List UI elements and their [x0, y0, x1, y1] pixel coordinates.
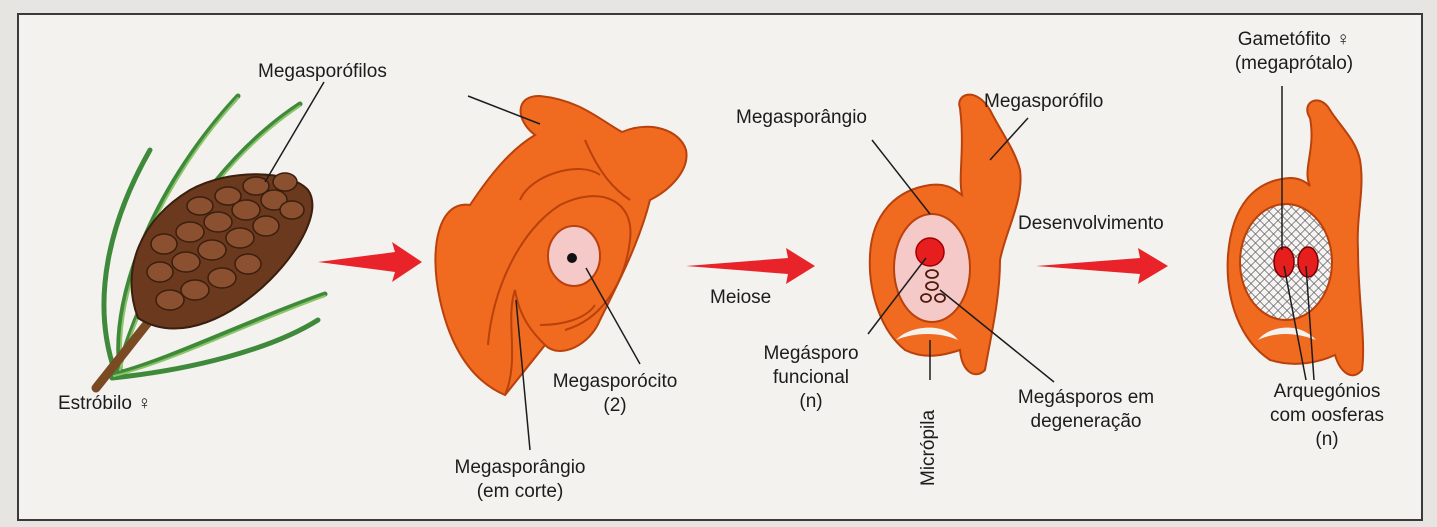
label-arquegonios-1: Arquegónios [1244, 380, 1410, 404]
archegonium-egg-1 [1274, 247, 1294, 277]
label-megasporangio-corte: Megasporângio (em corte) [430, 456, 610, 504]
label-megasporo-funcional-1: Megásporo [748, 342, 874, 366]
label-megasporofilo: Megasporófilo [984, 90, 1103, 114]
label-arquegonios: Arquegónios com oosferas (n) [1244, 380, 1410, 452]
female-symbol: ♀ [137, 393, 151, 414]
label-megasporangio: Megasporângio [736, 106, 867, 130]
label-megasporo-funcional-2: funcional [748, 366, 874, 390]
label-megasporo-funcional-3: (n) [748, 390, 874, 414]
label-megasporangio-corte-name: Megasporângio [430, 456, 610, 480]
label-micropila: Micrópila [918, 410, 940, 486]
label-megasporos-degeneracao-2: degeneração [996, 410, 1176, 434]
label-meiose: Meiose [710, 286, 771, 310]
label-megasporocito-ploidy: (2) [540, 394, 690, 418]
label-desenvolvimento: Desenvolvimento [1018, 212, 1164, 236]
label-estrobilo: Estróbilo ♀ [58, 392, 151, 416]
label-arquegonios-3: (n) [1244, 428, 1410, 452]
functional-megaspore [916, 238, 944, 266]
archegonium-egg-2 [1298, 247, 1318, 277]
female-symbol-gametofito: ♀ [1336, 29, 1350, 50]
label-gametofito-text: Gametófito [1238, 29, 1331, 50]
label-megasporo-funcional: Megásporo funcional (n) [748, 342, 874, 414]
label-megasporocito: Megasporócito (2) [540, 370, 690, 418]
label-gametofito-line: Gametófito ♀ [1196, 28, 1392, 52]
label-gametofito: Gametófito ♀ (megaprótalo) [1196, 28, 1392, 76]
label-megasporofilos: Megasporófilos [258, 60, 387, 84]
label-megasporos-degeneracao: Megásporos em degeneração [996, 386, 1176, 434]
label-megasporos-degeneracao-1: Megásporos em [996, 386, 1176, 410]
label-megaprotalo: (megaprótalo) [1196, 52, 1392, 76]
label-arquegonios-2: com oosferas [1244, 404, 1410, 428]
label-megasporocito-name: Megasporócito [540, 370, 690, 394]
megasporocyte-nucleus [567, 253, 577, 263]
label-megasporangio-corte-sub: (em corte) [430, 480, 610, 504]
label-estrobilo-text: Estróbilo [58, 393, 132, 414]
